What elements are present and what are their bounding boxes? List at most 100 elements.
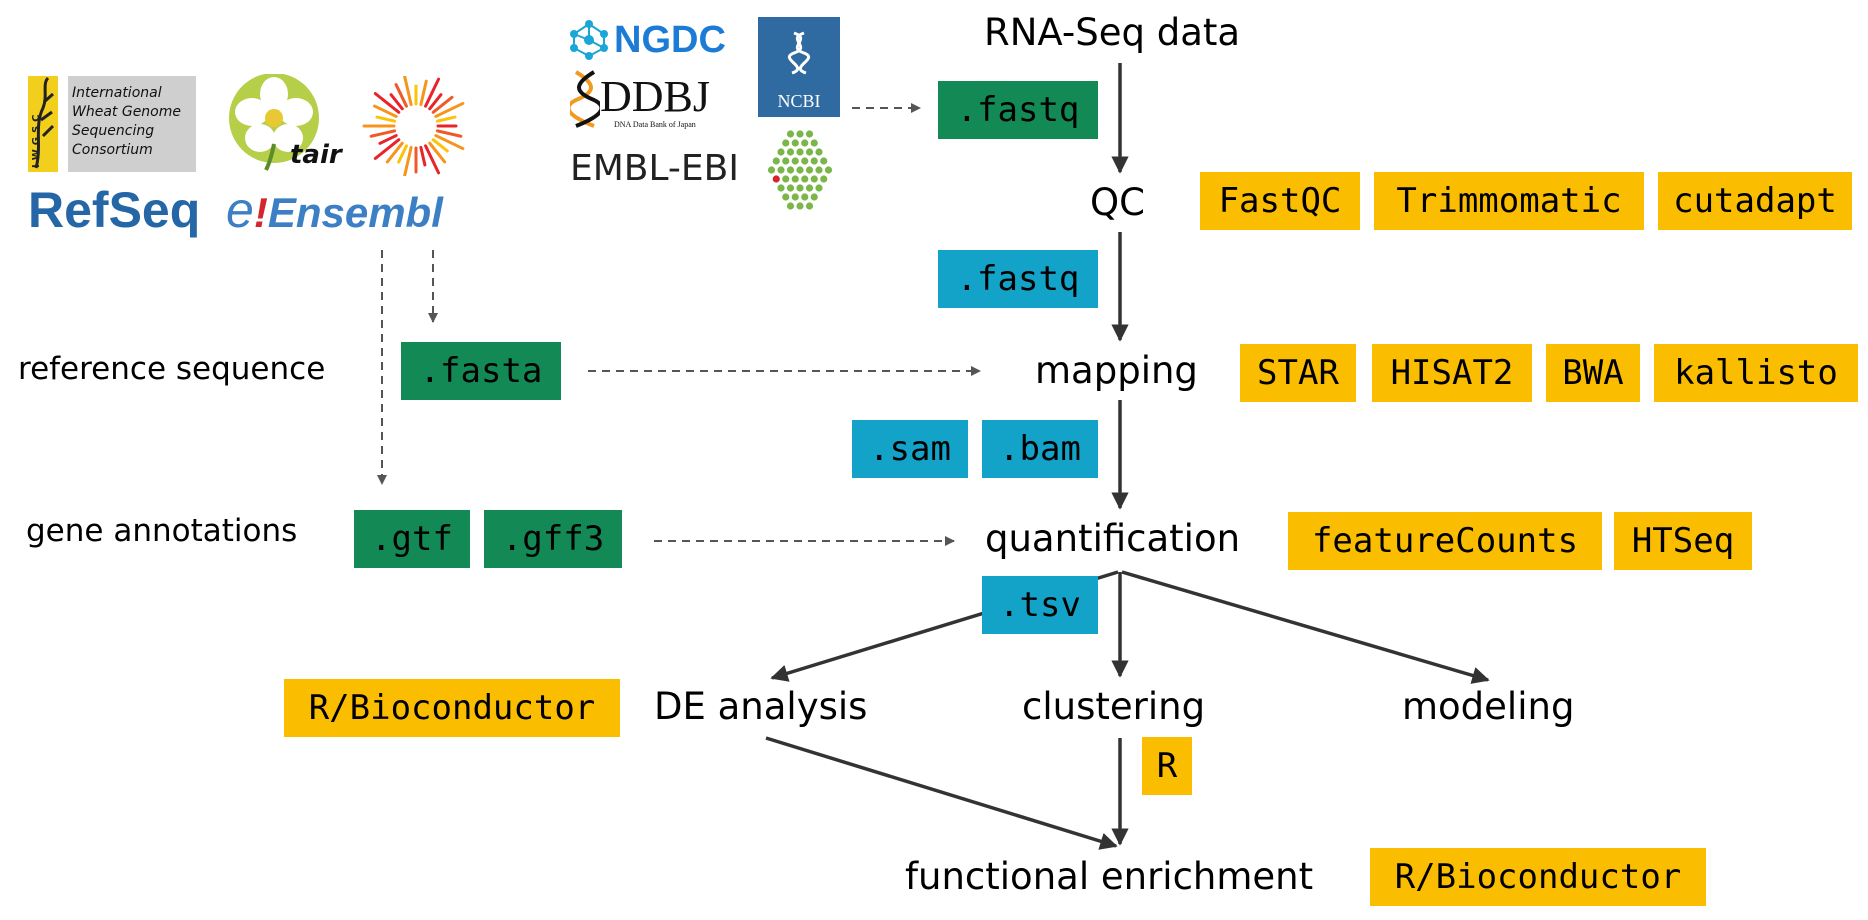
burst-ray xyxy=(375,115,397,123)
tool-trimmomatic: Trimmomatic xyxy=(1374,172,1644,230)
burst-ray xyxy=(431,95,454,114)
embl-ebi-logo: EMBL-EBI xyxy=(570,130,846,210)
embl-dot xyxy=(786,184,795,192)
ddbj-logo: DDBJ DNA Data Bank of Japan xyxy=(570,70,760,132)
embl-ebi-label: EMBL-EBI xyxy=(570,148,739,189)
step-clustering: clustering xyxy=(1022,685,1206,728)
burst-ray xyxy=(397,144,408,164)
burst-ray xyxy=(385,141,404,164)
file-gff3: .gff3 xyxy=(484,510,622,568)
embl-dot xyxy=(782,175,790,183)
embl-dot xyxy=(796,130,804,138)
burst-ray xyxy=(394,83,408,108)
tool-bwa: BWA xyxy=(1546,344,1640,402)
burst-ray xyxy=(428,141,447,164)
step-quantification: quantification xyxy=(985,517,1241,560)
burst-ray xyxy=(424,77,441,108)
embl-dot xyxy=(791,139,799,147)
tool-hisat2: HISAT2 xyxy=(1372,344,1532,402)
burst-ray xyxy=(402,145,413,179)
tool-fastqc: FastQC xyxy=(1200,172,1360,230)
step-rnaseq-data: RNA-Seq data xyxy=(984,11,1241,54)
embl-dot xyxy=(796,202,804,210)
embl-dot xyxy=(805,166,814,174)
embl-dot xyxy=(796,184,804,192)
embl-dot xyxy=(824,166,833,174)
ncbi-label: NCBI xyxy=(777,91,821,111)
ngdc-logo: NGDC xyxy=(566,16,756,66)
tool-htseq: HTSeq xyxy=(1614,512,1752,570)
file-fasta: .fasta xyxy=(401,342,561,400)
embl-dot xyxy=(820,175,828,183)
embl-dot xyxy=(786,130,795,138)
tool-featurecounts: featureCounts xyxy=(1288,512,1602,570)
refseq-logo: RefSeq xyxy=(28,182,201,238)
embl-dot xyxy=(777,184,785,192)
embl-dot xyxy=(815,148,823,156)
embl-dot xyxy=(810,139,818,147)
burst-ray xyxy=(378,134,398,145)
embl-dot xyxy=(777,166,785,174)
burst-ray xyxy=(373,138,401,160)
tool-r-bioconductor-enrichment: R/Bioconductor xyxy=(1370,848,1706,906)
arrow-de-to-enrichment xyxy=(765,736,1118,850)
embl-dot xyxy=(801,193,809,201)
burst-ray xyxy=(431,138,449,153)
burst-ray xyxy=(435,129,463,138)
input-gene-annotations: gene annotations xyxy=(26,513,298,549)
embl-dot xyxy=(791,157,799,165)
burst-ray xyxy=(424,144,441,175)
ensembl-logo: e!Ensembl xyxy=(226,182,443,241)
file-sam: .sam xyxy=(852,420,968,478)
iwgsc-name: International Wheat Genome Sequencing Co… xyxy=(72,85,181,158)
embl-red-dot xyxy=(772,175,780,183)
burst-ray xyxy=(434,101,465,118)
file-bam: .bam xyxy=(982,420,1098,478)
embl-dot xyxy=(810,157,818,165)
tool-r-bioconductor-de: R/Bioconductor xyxy=(284,679,620,737)
step-modeling: modeling xyxy=(1402,685,1575,728)
embl-dot xyxy=(801,175,809,183)
embl-dot xyxy=(801,139,809,147)
iwgsc-logo: IWGSC International Wheat Genome Sequenc… xyxy=(28,76,196,172)
step-qc: QC xyxy=(1090,181,1145,224)
embl-dot xyxy=(796,148,804,156)
ncbi-logo: NCBI xyxy=(758,17,840,117)
embl-dot xyxy=(796,166,804,174)
ensembl-e: e xyxy=(226,182,254,238)
tool-kallisto: kallisto xyxy=(1654,344,1858,402)
iwgsc-side-text: IWGSC xyxy=(31,110,42,169)
embl-dot xyxy=(801,157,809,165)
burst-ray xyxy=(402,73,413,107)
embl-dot xyxy=(786,202,795,210)
ensembl-text: Ensembl xyxy=(267,189,443,236)
tair-label: tair xyxy=(290,140,342,170)
ensembl-burst-icon xyxy=(360,73,472,179)
step-mapping: mapping xyxy=(1035,349,1198,392)
burst-ray xyxy=(369,129,397,138)
ngdc-network-icon xyxy=(570,20,608,60)
burst-ray xyxy=(434,134,465,151)
burst-ray xyxy=(419,79,428,107)
burst-ray xyxy=(373,104,398,118)
embl-dot xyxy=(791,193,799,201)
embl-dot xyxy=(805,130,814,138)
ddbj-label: DDBJ xyxy=(600,72,711,121)
burst-ray xyxy=(389,93,404,111)
embl-dot xyxy=(782,139,790,147)
tool-star: STAR xyxy=(1240,344,1356,402)
burst-ray xyxy=(373,92,401,114)
embl-dot xyxy=(777,148,785,156)
tair-logo: tair xyxy=(226,73,346,172)
step-functional-enrichment: functional enrichment xyxy=(905,855,1314,898)
tool-r-clustering: R xyxy=(1142,737,1192,795)
tair-flower-icon xyxy=(229,73,319,171)
embl-dot xyxy=(767,166,776,174)
embl-dot xyxy=(805,202,814,210)
embl-dot xyxy=(786,148,795,156)
embl-dot xyxy=(810,175,818,183)
embl-ebi-dots-icon xyxy=(767,130,833,210)
embl-dot xyxy=(782,193,790,201)
embl-dot xyxy=(782,157,790,165)
embl-dot xyxy=(805,148,814,156)
